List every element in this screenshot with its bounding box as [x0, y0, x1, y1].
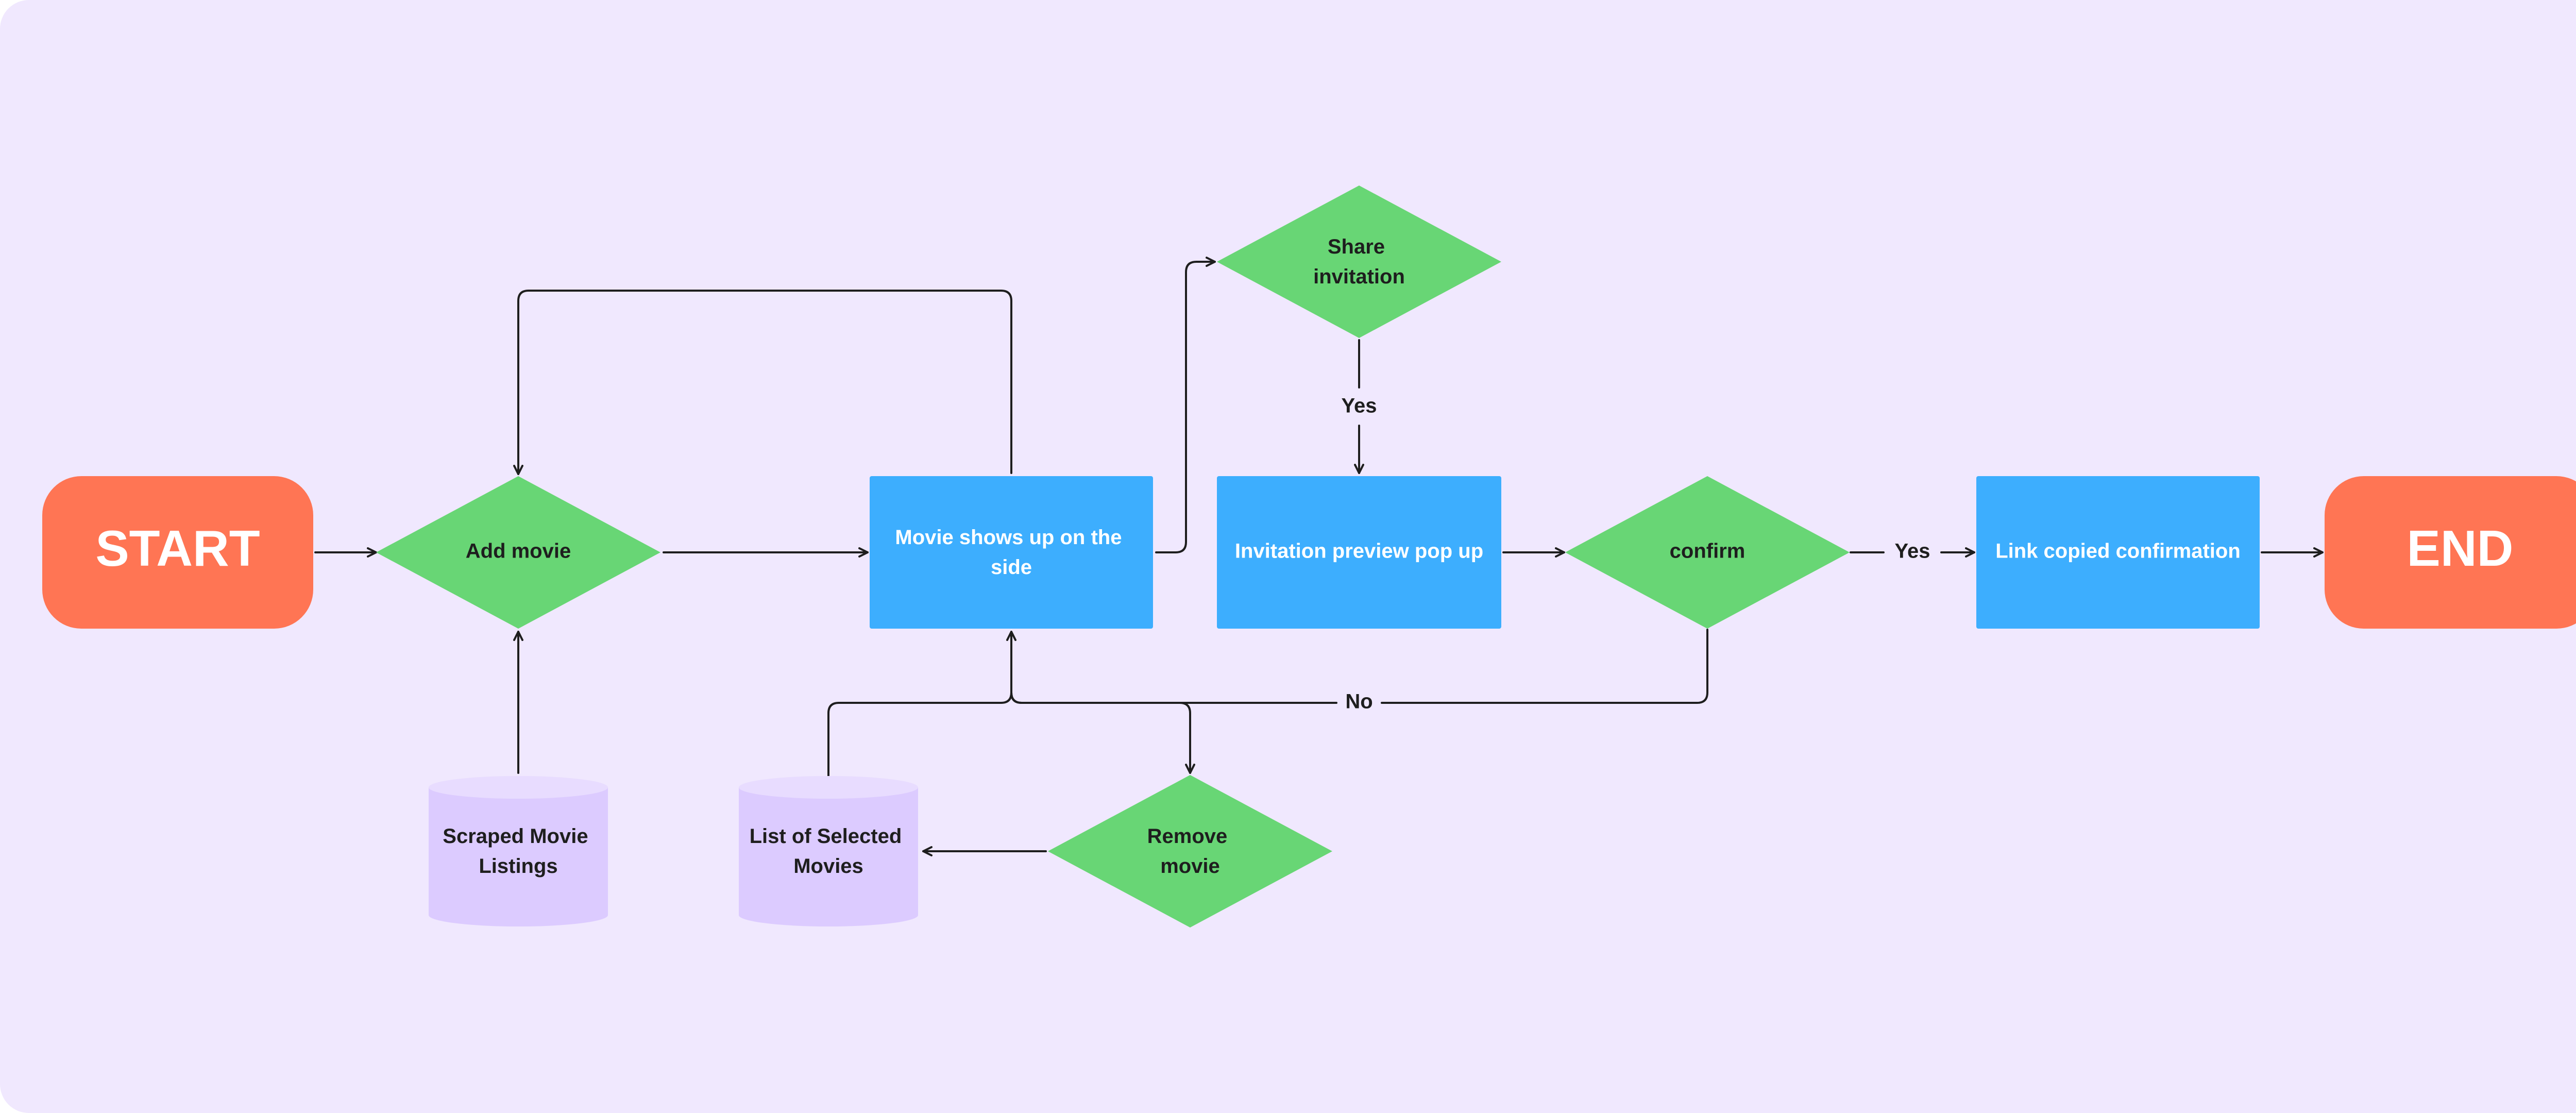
edge-movie-shows-to-selected-movies — [823, 692, 1012, 799]
selected-movies-label: List of Selected Movies — [750, 825, 908, 878]
confirm-decision[interactable]: confirm — [1565, 476, 1850, 629]
share-invitation-decision-shape — [1217, 185, 1501, 338]
edge-movie-shows-to-remove-movie — [1010, 692, 1195, 774]
add-movie-label: Add movie — [466, 540, 571, 563]
link-copied-process-shape — [1976, 476, 2260, 629]
movie-shows-process[interactable]: Movie shows up on the side — [870, 476, 1153, 629]
end-terminal-shape — [2325, 476, 2576, 629]
invitation-preview-process[interactable]: Invitation preview pop up — [1217, 476, 1501, 629]
scraped-listings-label-line2: Listings — [479, 855, 557, 878]
selected-movies-label-line1: List of Selected — [750, 825, 902, 848]
movie-shows-label-line1: Movie shows up on the — [895, 526, 1122, 549]
scraped-listings-label-line1: Scraped Movie — [443, 825, 588, 848]
scraped-listings-label: Scraped Movie Listings — [443, 825, 594, 878]
confirm-decision-shape — [1565, 476, 1850, 629]
remove-movie-label-line1: Remove — [1147, 825, 1228, 848]
remove-movie-label-line2: movie — [1160, 855, 1220, 878]
start-terminal-shape — [42, 476, 313, 629]
selected-movies-database[interactable]: List of Selected Movies — [739, 776, 918, 926]
edge-label-confirm-no: No — [1345, 690, 1372, 713]
edge-label-share-yes: Yes — [1342, 395, 1377, 417]
scraped-listings-database[interactable]: Scraped Movie Listings — [429, 776, 608, 926]
edge-movie-shows-loop-to-add-movie — [513, 290, 1012, 475]
link-copied-process[interactable]: Link copied confirmation — [1976, 476, 2260, 629]
edge-confirm-to-no — [1381, 629, 1708, 704]
edge-movie-shows-to-share-invitation — [1155, 257, 1216, 553]
end-terminal[interactable]: END — [2325, 476, 2576, 629]
selected-movies-database-body — [739, 787, 918, 926]
add-movie-decision[interactable]: Add movie — [376, 476, 660, 629]
invitation-preview-label: Invitation preview pop up — [1235, 540, 1483, 563]
edges — [314, 257, 2324, 856]
confirm-label: confirm — [1670, 540, 1745, 563]
add-movie-decision-shape — [376, 476, 660, 629]
scraped-listings-database-top — [429, 776, 608, 799]
share-invitation-label-line2: invitation — [1313, 265, 1405, 288]
selected-movies-database-top — [739, 776, 918, 799]
link-copied-label: Link copied confirmation — [1995, 540, 2241, 563]
share-invitation-label: Share invitation — [1313, 235, 1405, 288]
invitation-preview-process-shape — [1217, 476, 1501, 629]
movie-shows-label: Movie shows up on the side — [895, 526, 1127, 579]
remove-movie-decision[interactable]: Remove movie — [1048, 775, 1332, 927]
movie-shows-label-line2: side — [991, 556, 1032, 579]
share-invitation-decision[interactable]: Share invitation — [1217, 185, 1501, 338]
start-terminal[interactable]: START — [42, 476, 313, 629]
edge-label-confirm-yes: Yes — [1895, 540, 1930, 563]
start-label: START — [95, 520, 260, 577]
movie-shows-process-shape — [870, 476, 1153, 629]
remove-movie-label: Remove movie — [1147, 825, 1233, 878]
end-label: END — [2407, 520, 2514, 577]
selected-movies-label-line2: Movies — [793, 855, 863, 878]
share-invitation-label-line1: Share — [1328, 235, 1385, 258]
remove-movie-decision-shape — [1048, 775, 1332, 927]
scraped-listings-database-body — [429, 787, 608, 926]
